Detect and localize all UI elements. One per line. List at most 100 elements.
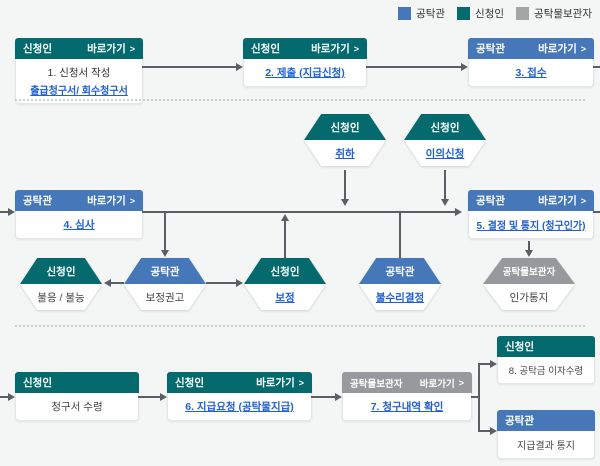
shortcut-label: 바로가기 bbox=[419, 378, 455, 390]
legend: 공탁관 신청인 공탁물보관자 bbox=[398, 6, 592, 21]
step7-box: 공탁물보관자 바로가기 > 7. 청구내역 확인 bbox=[342, 372, 472, 421]
chevron-right-icon: > bbox=[129, 43, 135, 54]
connector-line bbox=[206, 282, 236, 284]
actor-label: 신청인 bbox=[505, 341, 534, 353]
actor-label: 신청인 bbox=[430, 121, 460, 134]
connector-line bbox=[138, 396, 160, 398]
arrow-right-icon bbox=[8, 208, 15, 216]
connector-line bbox=[528, 241, 530, 250]
step7-header: 공탁물보관자 바로가기 > bbox=[342, 372, 472, 393]
manager-color-swatch bbox=[398, 7, 412, 20]
arrow-right-icon bbox=[335, 393, 342, 401]
arrow-left-icon bbox=[104, 279, 111, 287]
step2-shortcut-button[interactable]: 바로가기 > bbox=[311, 41, 359, 56]
objection-link[interactable]: 이의신청 bbox=[425, 147, 465, 160]
hex-objection: 신청인 이의신청 bbox=[404, 114, 486, 166]
chevron-right-icon: > bbox=[298, 377, 304, 388]
notify-box: 공탁관 지급결과 통지 bbox=[497, 410, 595, 459]
connector-line bbox=[593, 66, 600, 68]
arrow-right-icon bbox=[490, 360, 497, 368]
step1-link[interactable]: 출급청구서/ 회수청구서 bbox=[30, 86, 128, 97]
legend-item-applicant: 신청인 bbox=[457, 6, 504, 21]
arrow-right-icon bbox=[8, 393, 15, 401]
receive-label: 청구서 수령 bbox=[51, 401, 103, 413]
actor-label: 신청인 bbox=[330, 121, 360, 134]
connector-line bbox=[478, 363, 490, 365]
actor-label: 신청인 bbox=[175, 377, 204, 389]
legend-item-custodian: 공탁물보관자 bbox=[516, 6, 592, 21]
arrow-right-icon bbox=[455, 208, 462, 216]
connector-line bbox=[399, 213, 401, 258]
step5-header: 공탁관 바로가기 > bbox=[468, 190, 594, 211]
step3-link[interactable]: 3. 접수 bbox=[515, 67, 547, 79]
actor-label: 공탁관 bbox=[505, 415, 534, 427]
step1-title: 1. 신청서 작성 bbox=[47, 67, 111, 79]
hex-refusal: 신청인 불응 / 불능 bbox=[20, 258, 102, 310]
shortcut-label: 바로가기 bbox=[87, 43, 126, 55]
actor-label: 신청인 bbox=[23, 43, 52, 55]
arrow-down-icon bbox=[161, 250, 169, 257]
notify-label: 지급결과 통지 bbox=[517, 441, 575, 452]
step3-box: 공탁관 바로가기 > 3. 접수 bbox=[468, 38, 594, 87]
connector-line bbox=[111, 282, 124, 284]
actor-label: 공탁물보관자 bbox=[502, 267, 556, 278]
actor-label: 공탁물보관자 bbox=[350, 378, 403, 390]
step6-header: 신청인 바로가기 > bbox=[167, 372, 312, 393]
chevron-right-icon: > bbox=[580, 195, 586, 206]
correction-advice-label: 보정권고 bbox=[145, 291, 185, 304]
custodian-color-swatch bbox=[516, 7, 530, 20]
actor-label: 신청인 bbox=[270, 265, 300, 278]
step7-shortcut-button[interactable]: 바로가기 > bbox=[420, 376, 464, 390]
step1-box: 신청인 바로가기 > 1. 신청서 작성 출급청구서/ 회수청구서 bbox=[15, 38, 143, 104]
connector-line bbox=[0, 396, 8, 398]
shortcut-label: 바로가기 bbox=[538, 195, 577, 207]
step1-shortcut-button[interactable]: 바로가기 > bbox=[87, 41, 135, 56]
legend-label: 공탁물보관자 bbox=[534, 8, 592, 20]
arrow-right-icon bbox=[236, 63, 243, 71]
legend-label: 공탁관 bbox=[416, 8, 446, 20]
step5-box: 공탁관 바로가기 > 5. 결정 및 통지 (청구인가) bbox=[468, 190, 594, 239]
connector-line bbox=[444, 170, 446, 199]
step2-box: 신청인 바로가기 > 2. 제출 (지급신청) bbox=[243, 38, 367, 87]
dotted-divider bbox=[15, 99, 585, 101]
dotted-divider bbox=[15, 325, 585, 327]
connector-line bbox=[593, 211, 600, 213]
step4-box: 공탁관 바로가기 > 4. 심사 bbox=[15, 190, 143, 239]
shortcut-label: 바로가기 bbox=[87, 195, 126, 207]
step5-shortcut-button[interactable]: 바로가기 > bbox=[538, 193, 586, 208]
step4-shortcut-button[interactable]: 바로가기 > bbox=[87, 193, 135, 208]
actor-label: 공탁관 bbox=[385, 265, 415, 278]
connector-line bbox=[0, 211, 8, 213]
connector-line bbox=[311, 396, 335, 398]
step5-link[interactable]: 5. 결정 및 통지 (청구인가) bbox=[476, 221, 586, 232]
connector-line bbox=[284, 221, 286, 258]
connector-line bbox=[142, 66, 236, 68]
step3-shortcut-button[interactable]: 바로가기 > bbox=[538, 41, 586, 56]
rejection-link[interactable]: 불수리결정 bbox=[375, 291, 425, 304]
step4-link[interactable]: 4. 심사 bbox=[63, 219, 95, 231]
step6-link[interactable]: 6. 지급요청 (공탁물지급) bbox=[185, 401, 294, 413]
correction-link[interactable]: 보정 bbox=[275, 291, 295, 304]
shortcut-label: 바로가기 bbox=[256, 377, 295, 389]
chevron-right-icon: > bbox=[458, 377, 464, 388]
withdraw-link[interactable]: 취하 bbox=[335, 147, 355, 160]
chevron-right-icon: > bbox=[353, 43, 359, 54]
step4-header: 공탁관 바로가기 > bbox=[15, 190, 143, 211]
arrow-right-icon bbox=[461, 63, 468, 71]
step6-box: 신청인 바로가기 > 6. 지급요청 (공탁물지급) bbox=[167, 372, 312, 421]
actor-label: 신청인 bbox=[46, 265, 76, 278]
step6-shortcut-button[interactable]: 바로가기 > bbox=[256, 375, 304, 390]
step8-label: 8. 공탁금 이자수령 bbox=[508, 366, 584, 377]
shortcut-label: 바로가기 bbox=[311, 43, 350, 55]
connector-line bbox=[142, 211, 455, 213]
hex-correction: 신청인 보정 bbox=[244, 258, 326, 310]
step7-link[interactable]: 7. 청구내역 확인 bbox=[370, 401, 444, 413]
step2-link[interactable]: 2. 제출 (지급신청) bbox=[265, 67, 345, 79]
refusal-label: 불응 / 불능 bbox=[37, 291, 85, 304]
actor-label: 신청인 bbox=[251, 43, 280, 55]
actor-label: 공탁관 bbox=[23, 195, 52, 207]
receive-header: 신청인 bbox=[15, 372, 139, 393]
arrow-up-icon bbox=[281, 214, 289, 221]
step3-header: 공탁관 바로가기 > bbox=[468, 38, 594, 59]
